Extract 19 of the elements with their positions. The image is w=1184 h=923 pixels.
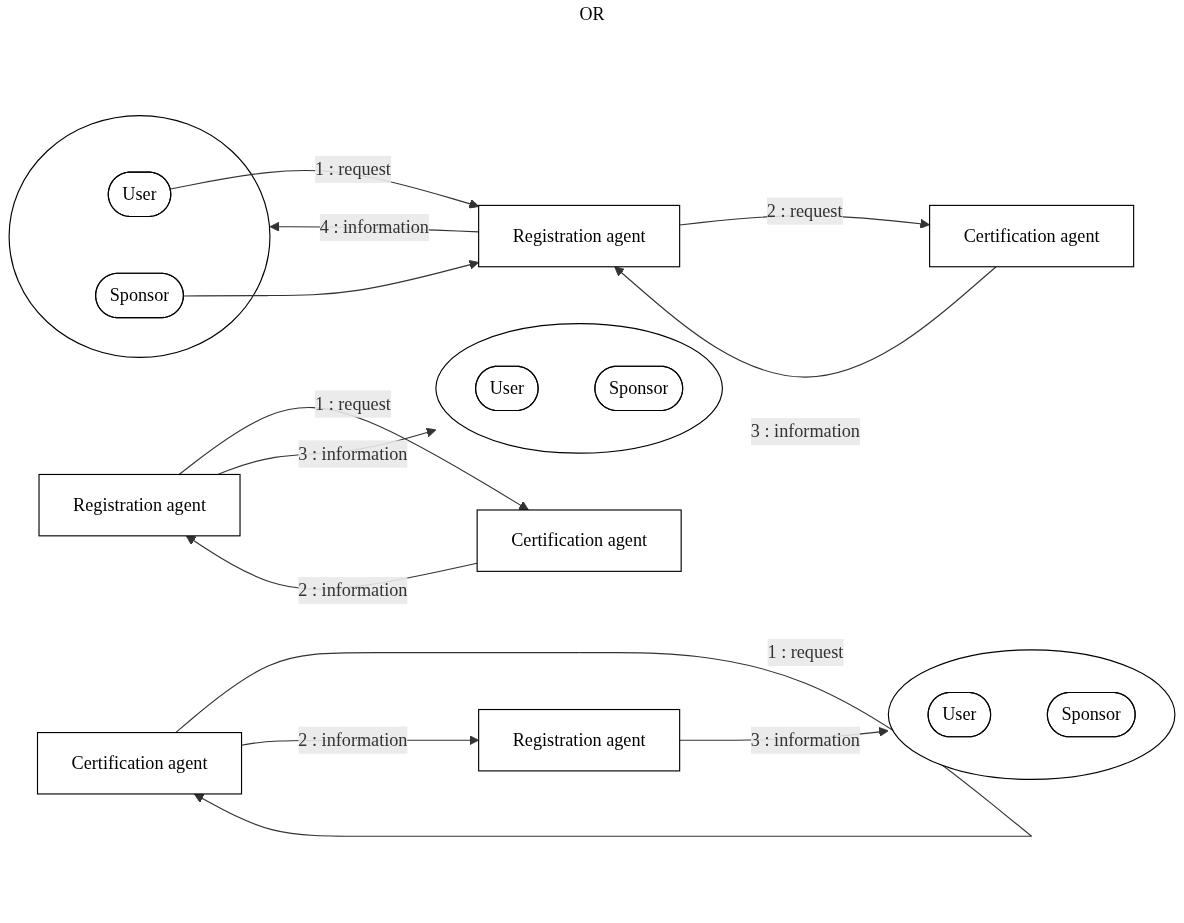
edge-label: 4 : information <box>319 217 429 237</box>
arrow <box>614 266 997 378</box>
edge-label: 3 : information <box>298 443 408 464</box>
node-box: Certification agent <box>476 509 682 572</box>
node-box: Certification agent <box>36 732 243 795</box>
edge-label: 1 : request <box>315 159 391 179</box>
edge-label: 1 : request <box>767 642 844 662</box>
arrow <box>178 407 529 511</box>
edge-label: 1 : request <box>315 393 391 414</box>
edge-label: 3 : information <box>750 729 860 750</box>
node-box: Registration agent <box>38 473 241 537</box>
edge-label: 2 : information <box>298 729 408 750</box>
node-box: Registration agent <box>478 708 681 772</box>
edge-label: 2 : request <box>766 200 843 221</box>
node-box: Registration agent <box>478 204 681 268</box>
edge-label: 2 : information <box>298 580 408 600</box>
edge-label: 3 : information <box>750 421 860 441</box>
note-text: OR <box>579 4 605 24</box>
node-box: Certification agent <box>929 204 1135 268</box>
